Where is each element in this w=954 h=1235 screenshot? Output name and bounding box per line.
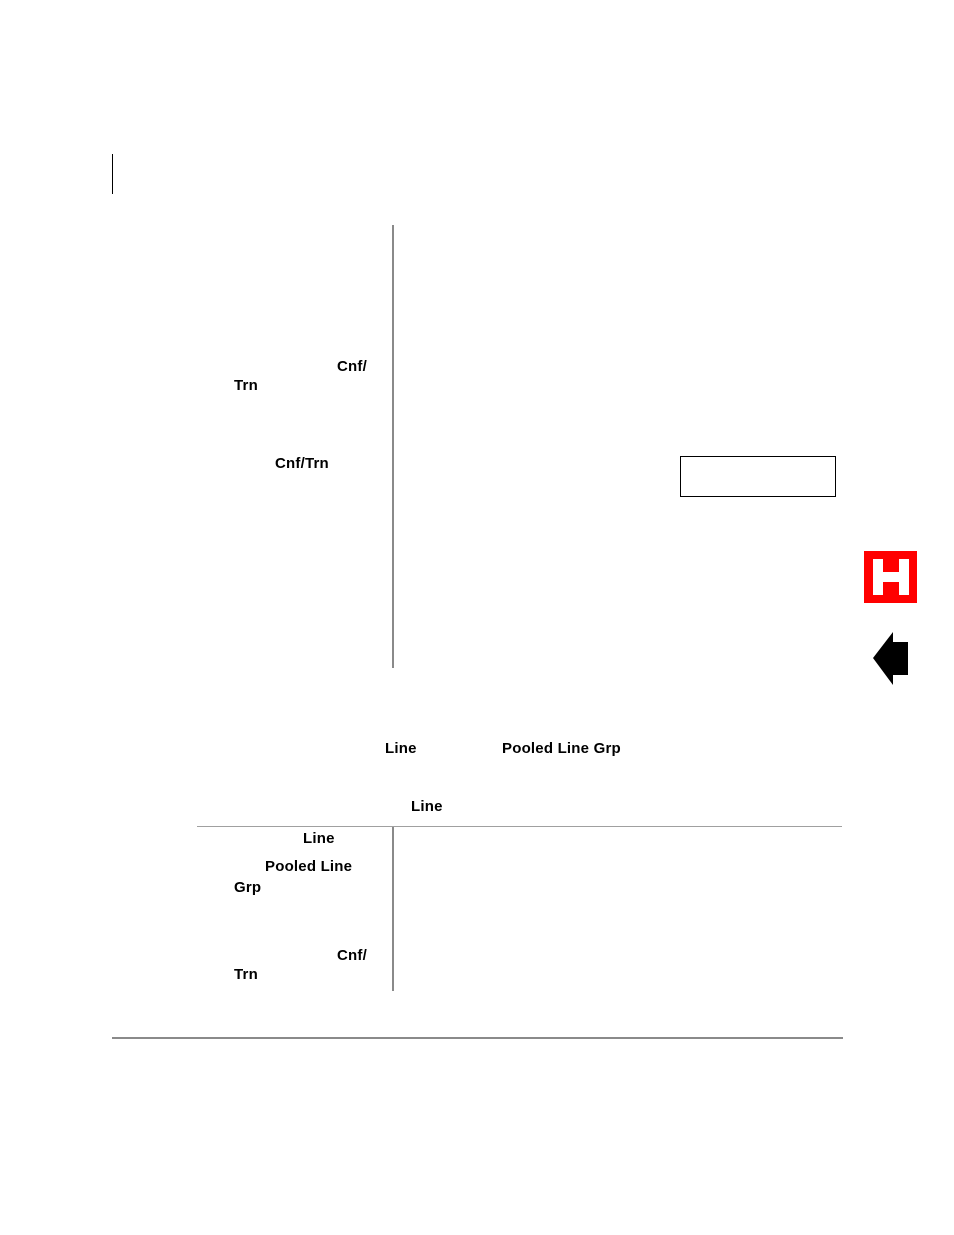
table-row-cnf: Cnf/: [337, 947, 367, 964]
line-label-2: Line: [411, 798, 443, 815]
table-row-trn: Trn: [234, 966, 258, 983]
cnf-trn-label: Cnf/Trn: [275, 455, 329, 472]
section-tab-h[interactable]: [864, 551, 917, 603]
table-row-grp: Grp: [234, 879, 262, 896]
table-row-line: Line: [303, 830, 335, 847]
pooled-line-grp-label: Pooled Line Grp: [502, 740, 621, 757]
lcd-display-box: [680, 456, 836, 497]
table-top-rule: [197, 826, 842, 827]
margin-change-bar: [112, 154, 113, 194]
trn-label: Trn: [234, 377, 258, 394]
cnf-label: Cnf/: [337, 358, 367, 375]
table-column-divider: [392, 827, 394, 991]
table-row-pooled-line: Pooled Line: [265, 858, 353, 875]
line-label: Line: [385, 740, 417, 757]
h-letter-icon: [872, 559, 909, 595]
column-divider: [392, 225, 394, 668]
left-arrow-icon[interactable]: [873, 632, 909, 685]
footer-rule: [112, 1037, 843, 1039]
